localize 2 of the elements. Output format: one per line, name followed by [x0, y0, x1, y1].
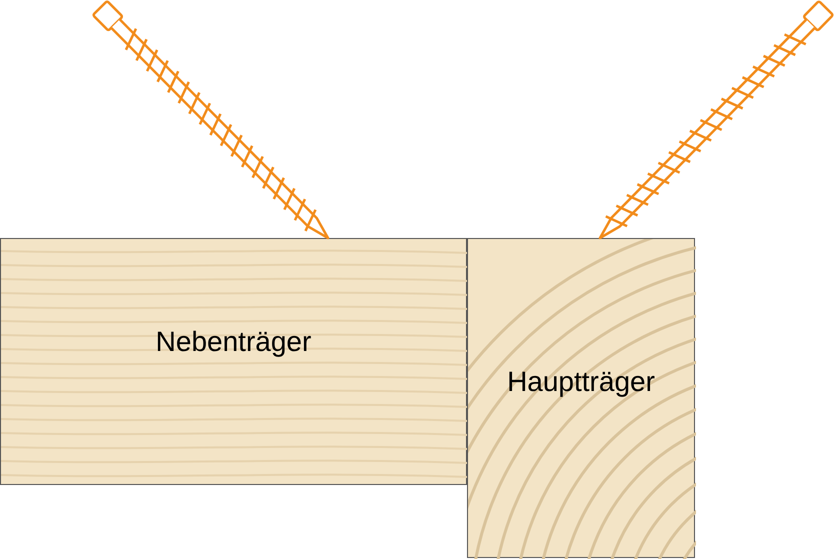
beam-label: Hauptträger — [506, 365, 656, 399]
beam-label: Nebenträger — [154, 325, 312, 359]
